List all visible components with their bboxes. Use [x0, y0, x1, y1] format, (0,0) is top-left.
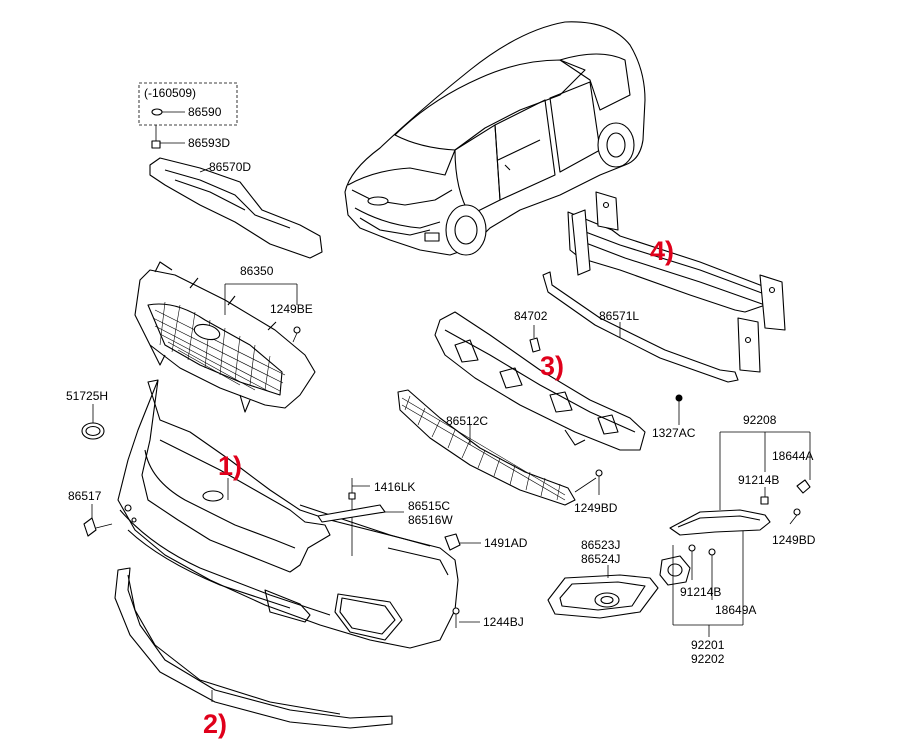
label-1327ac: 1327AC	[652, 426, 696, 440]
label-1249bd-b: 1249BD	[772, 533, 816, 547]
label-18649a: 18649A	[715, 603, 756, 617]
label-1249be: 1249BE	[270, 302, 313, 316]
fog-lamp-cover-86523j	[547, 574, 659, 619]
front-bumper-cover	[117, 379, 459, 649]
pad-84702-icon	[529, 337, 541, 353]
bumper-absorber	[434, 311, 646, 451]
label-18644a: 18644A	[772, 449, 813, 463]
upper-cover-86570d	[149, 157, 323, 259]
label-91214b-a: 91214B	[738, 473, 779, 487]
label-91214b-b: 91214B	[680, 585, 721, 599]
front-lip-spoiler	[114, 567, 393, 729]
clip-1491ad-icon	[444, 533, 461, 551]
tow-hook-cover-86517	[83, 504, 113, 537]
label-86590: 86590	[188, 105, 222, 119]
label-51725h: 51725H	[66, 389, 108, 403]
label-86516w: 86516W	[408, 513, 453, 527]
label-86523j: 86523J	[581, 538, 620, 552]
callout-markers: 1) 2) 3) 4)	[203, 236, 674, 739]
screw-1249bd-a-icon	[595, 469, 603, 477]
label-1244bj: 1244BJ	[483, 615, 524, 629]
screw-1249be-icon	[293, 326, 301, 334]
marker-3: 3)	[540, 351, 564, 381]
radiator-grille-86350	[134, 261, 316, 413]
fastener-1416lk-icon	[348, 492, 356, 500]
small-fasteners-right	[317, 478, 481, 628]
label-92208: 92208	[743, 413, 777, 427]
front-emblem-51725h	[81, 404, 105, 440]
bumper-beam	[567, 191, 786, 373]
label-1491ad: 1491AD	[484, 536, 528, 550]
label-86512c: 86512C	[446, 414, 488, 428]
label-1249bd-a: 1249BD	[574, 501, 618, 515]
label-86571l: 86571L	[599, 309, 639, 323]
label-86350: 86350	[240, 264, 274, 278]
fog-lamp-92201	[659, 555, 691, 586]
label-86593d: 86593D	[188, 136, 230, 150]
bumper-emblem-recess-icon	[202, 490, 224, 502]
clip-86590-icon	[151, 108, 163, 116]
clip-86593d-icon	[151, 140, 161, 149]
vehicle-illustration	[344, 21, 646, 256]
bracket-86515c-icon	[317, 504, 386, 523]
label-86515c: 86515C	[408, 499, 450, 513]
label-1416lk: 1416LK	[374, 480, 415, 494]
label-84702: 84702	[514, 309, 548, 323]
label-92201: 92201	[691, 638, 725, 652]
label-86524j: 86524J	[581, 552, 620, 566]
label-86570d: 86570D	[209, 160, 251, 174]
marker-1: 1)	[218, 451, 242, 481]
daytime-running-lamp-92208	[669, 431, 811, 536]
label-86517: 86517	[68, 489, 102, 503]
nut-1327ac-icon	[675, 394, 683, 402]
bumper-strip-86571l	[542, 271, 739, 425]
lower-grille-86512c	[397, 389, 603, 506]
marker-4: 4)	[650, 236, 674, 266]
screw-1244bj-icon	[452, 607, 460, 615]
label-160509: (-160509)	[144, 86, 196, 100]
kia-emblem-grille-icon	[193, 323, 221, 341]
label-92202: 92202	[691, 652, 725, 666]
upper-cover-group	[138, 82, 323, 259]
fog-lamp-group	[547, 520, 744, 637]
part-number-labels: (-160509) 86590 86593D 86570D 86350 1249…	[66, 86, 816, 666]
marker-2: 2)	[203, 709, 227, 739]
